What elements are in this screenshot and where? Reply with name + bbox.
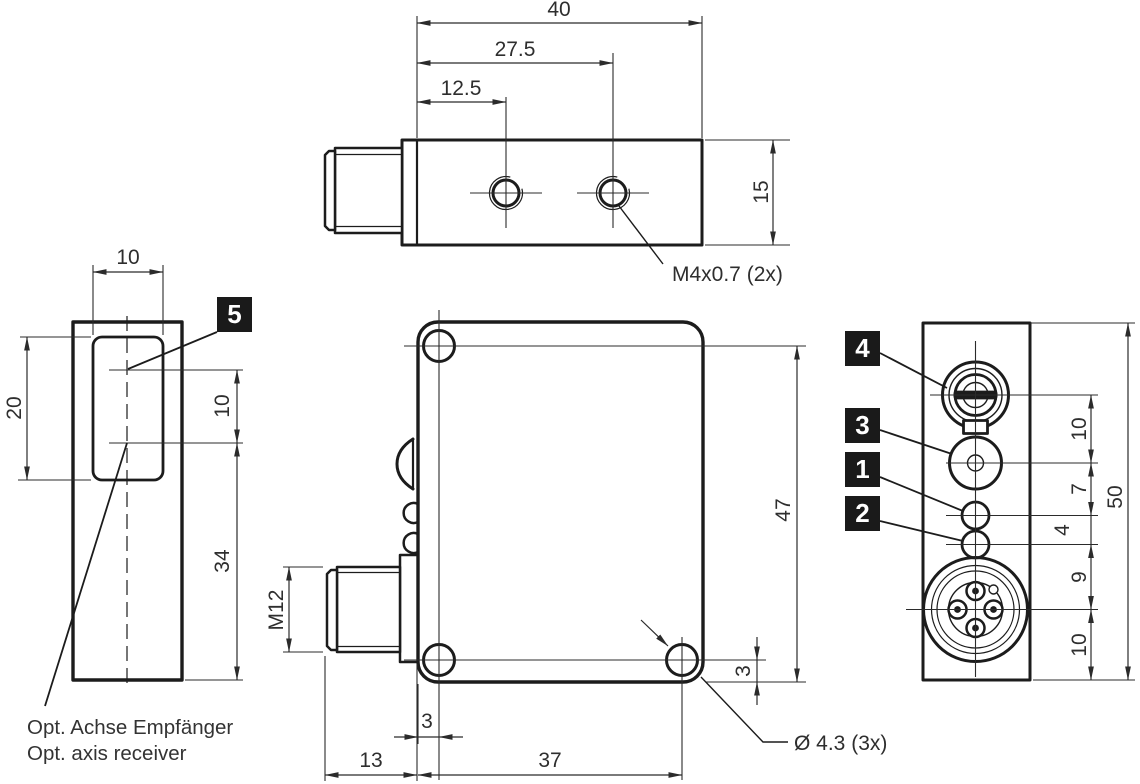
callout-2-leader	[879, 520, 964, 542]
thread-label: M4x0.7 (2x)	[672, 263, 783, 286]
dim-label-3-left: 3	[421, 710, 433, 733]
optical-axis-leader	[44, 442, 128, 707]
callout-1-leader	[879, 476, 964, 512]
top-view-connector-collar	[323, 149, 337, 232]
callout-4-badge	[845, 331, 880, 366]
dim-label-window-10: 10	[116, 246, 139, 269]
dim-label-20: 20	[3, 396, 26, 419]
dim-label-40: 40	[547, 0, 570, 21]
dim-label-50: 50	[1104, 485, 1127, 508]
dim-label-34: 34	[211, 549, 234, 573]
front-connector-body	[335, 565, 402, 654]
callout-5-label: 5	[227, 299, 241, 329]
front-view-housing	[416, 320, 705, 684]
callout-4-leader	[879, 352, 948, 389]
left-side-view: 10 20 10 34 5 Opt. Achse Empfänger Opt. …	[3, 246, 252, 765]
callout-1-label: 1	[855, 454, 869, 484]
thread-leader-line	[618, 205, 664, 265]
front-connector-collar	[325, 568, 339, 652]
top-view: 40 27.5 12.5 15 M4x0.7 (2x)	[323, 0, 790, 286]
top-view-connector-body	[333, 146, 404, 235]
dim-label-12-5: 12.5	[441, 77, 482, 100]
callout-3-badge	[845, 408, 880, 443]
callout-1-badge	[845, 452, 880, 487]
front-view: M12 3 13 37 47 3 Ø 4.3 (3x)	[265, 310, 887, 781]
dim-label-13: 13	[359, 749, 382, 772]
caption-optical-axis-en: Opt. axis receiver	[27, 742, 187, 765]
callout-2-label: 2	[855, 498, 869, 528]
top-view-housing	[400, 138, 704, 247]
callout-5-leader	[127, 331, 218, 370]
dim-label-3-right: 3	[732, 665, 755, 677]
optical-window	[91, 335, 165, 482]
dim-label-37: 37	[538, 749, 561, 772]
hole-diameter-label: Ø 4.3 (3x)	[794, 732, 887, 755]
dim-label-right-9: 9	[1068, 571, 1091, 583]
callout-2-badge	[845, 496, 880, 531]
front-connector-step	[398, 553, 420, 664]
dim-label-right-10b: 10	[1068, 633, 1091, 656]
lens-bump	[395, 437, 415, 491]
dim-label-27-5: 27.5	[495, 38, 536, 61]
small-bump-1	[402, 501, 419, 525]
keyway-notch	[988, 584, 999, 595]
dim-label-right-7: 7	[1068, 483, 1091, 495]
right-side-view: 10 7 4 9 10 50 4 3 1 2	[845, 321, 1135, 682]
callout-3-leader	[879, 429, 953, 455]
dim-label-axis-10: 10	[211, 394, 234, 417]
dim-label-right-4: 4	[1051, 524, 1074, 536]
dim-label-47: 47	[772, 498, 795, 521]
hole-pointer-arrow	[640, 619, 669, 647]
small-bump-2	[402, 531, 419, 555]
callout-5-badge	[217, 297, 252, 332]
callout-4-label: 4	[855, 333, 870, 363]
dim-label-m12: M12	[265, 590, 288, 631]
hole-diameter-leader	[700, 676, 788, 743]
dim-label-right-10a: 10	[1068, 417, 1091, 440]
callout-3-label: 3	[855, 410, 869, 440]
caption-optical-axis-de: Opt. Achse Empfänger	[27, 716, 233, 739]
dim-label-15: 15	[750, 180, 773, 203]
